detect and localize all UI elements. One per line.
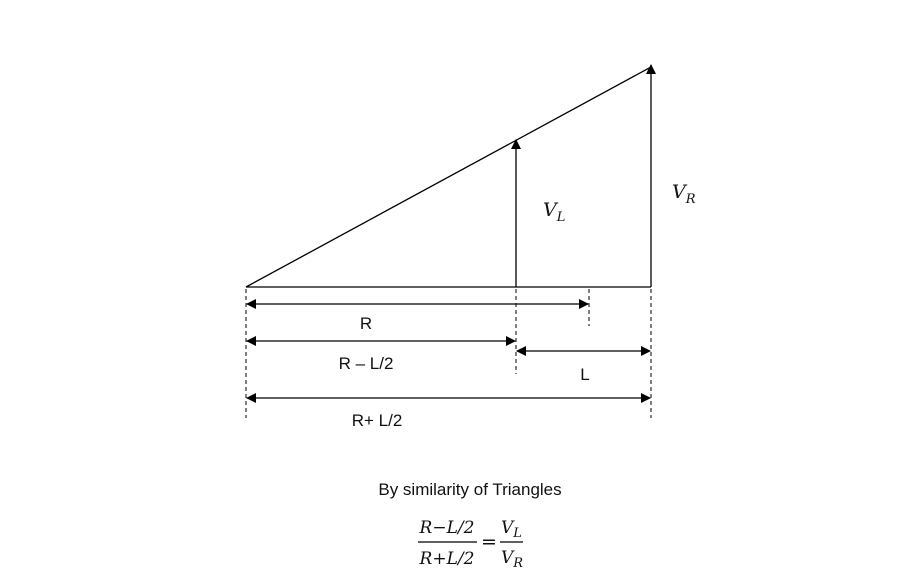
dimension-label-r-minus-half-l: R – L/2 [339,354,394,373]
vr-label-sub: R [685,192,696,207]
similarity-equation: R−L/2 R+L/2 = VL VR [418,518,523,571]
equation-left-numerator: R−L/2 [419,518,475,538]
equation-right-numerator: VL [501,518,522,541]
caption: By similarity of Triangles [378,480,561,499]
vr-label-main: V [672,181,688,203]
hypotenuse-line [245,66,652,288]
vl-label-main: V [543,199,559,221]
vl-label: VL [543,199,565,225]
vr-label: VR [672,181,696,207]
dimension-label-l: L [580,365,589,384]
dimension-label-r: R [360,314,372,333]
equation-right-denominator-sub: R [512,556,523,571]
dimension-label-r-plus-half-l: R+ L/2 [352,411,403,430]
equation-left-denominator: R+L/2 [419,549,475,569]
equation-right-numerator-main: V [501,518,515,538]
vl-label-sub: L [556,210,566,225]
equation-right-denominator: VR [501,548,523,571]
equation-right-denominator-main: V [501,548,515,568]
equation-equals: = [481,531,497,553]
equation-right-numerator-sub: L [512,526,522,541]
